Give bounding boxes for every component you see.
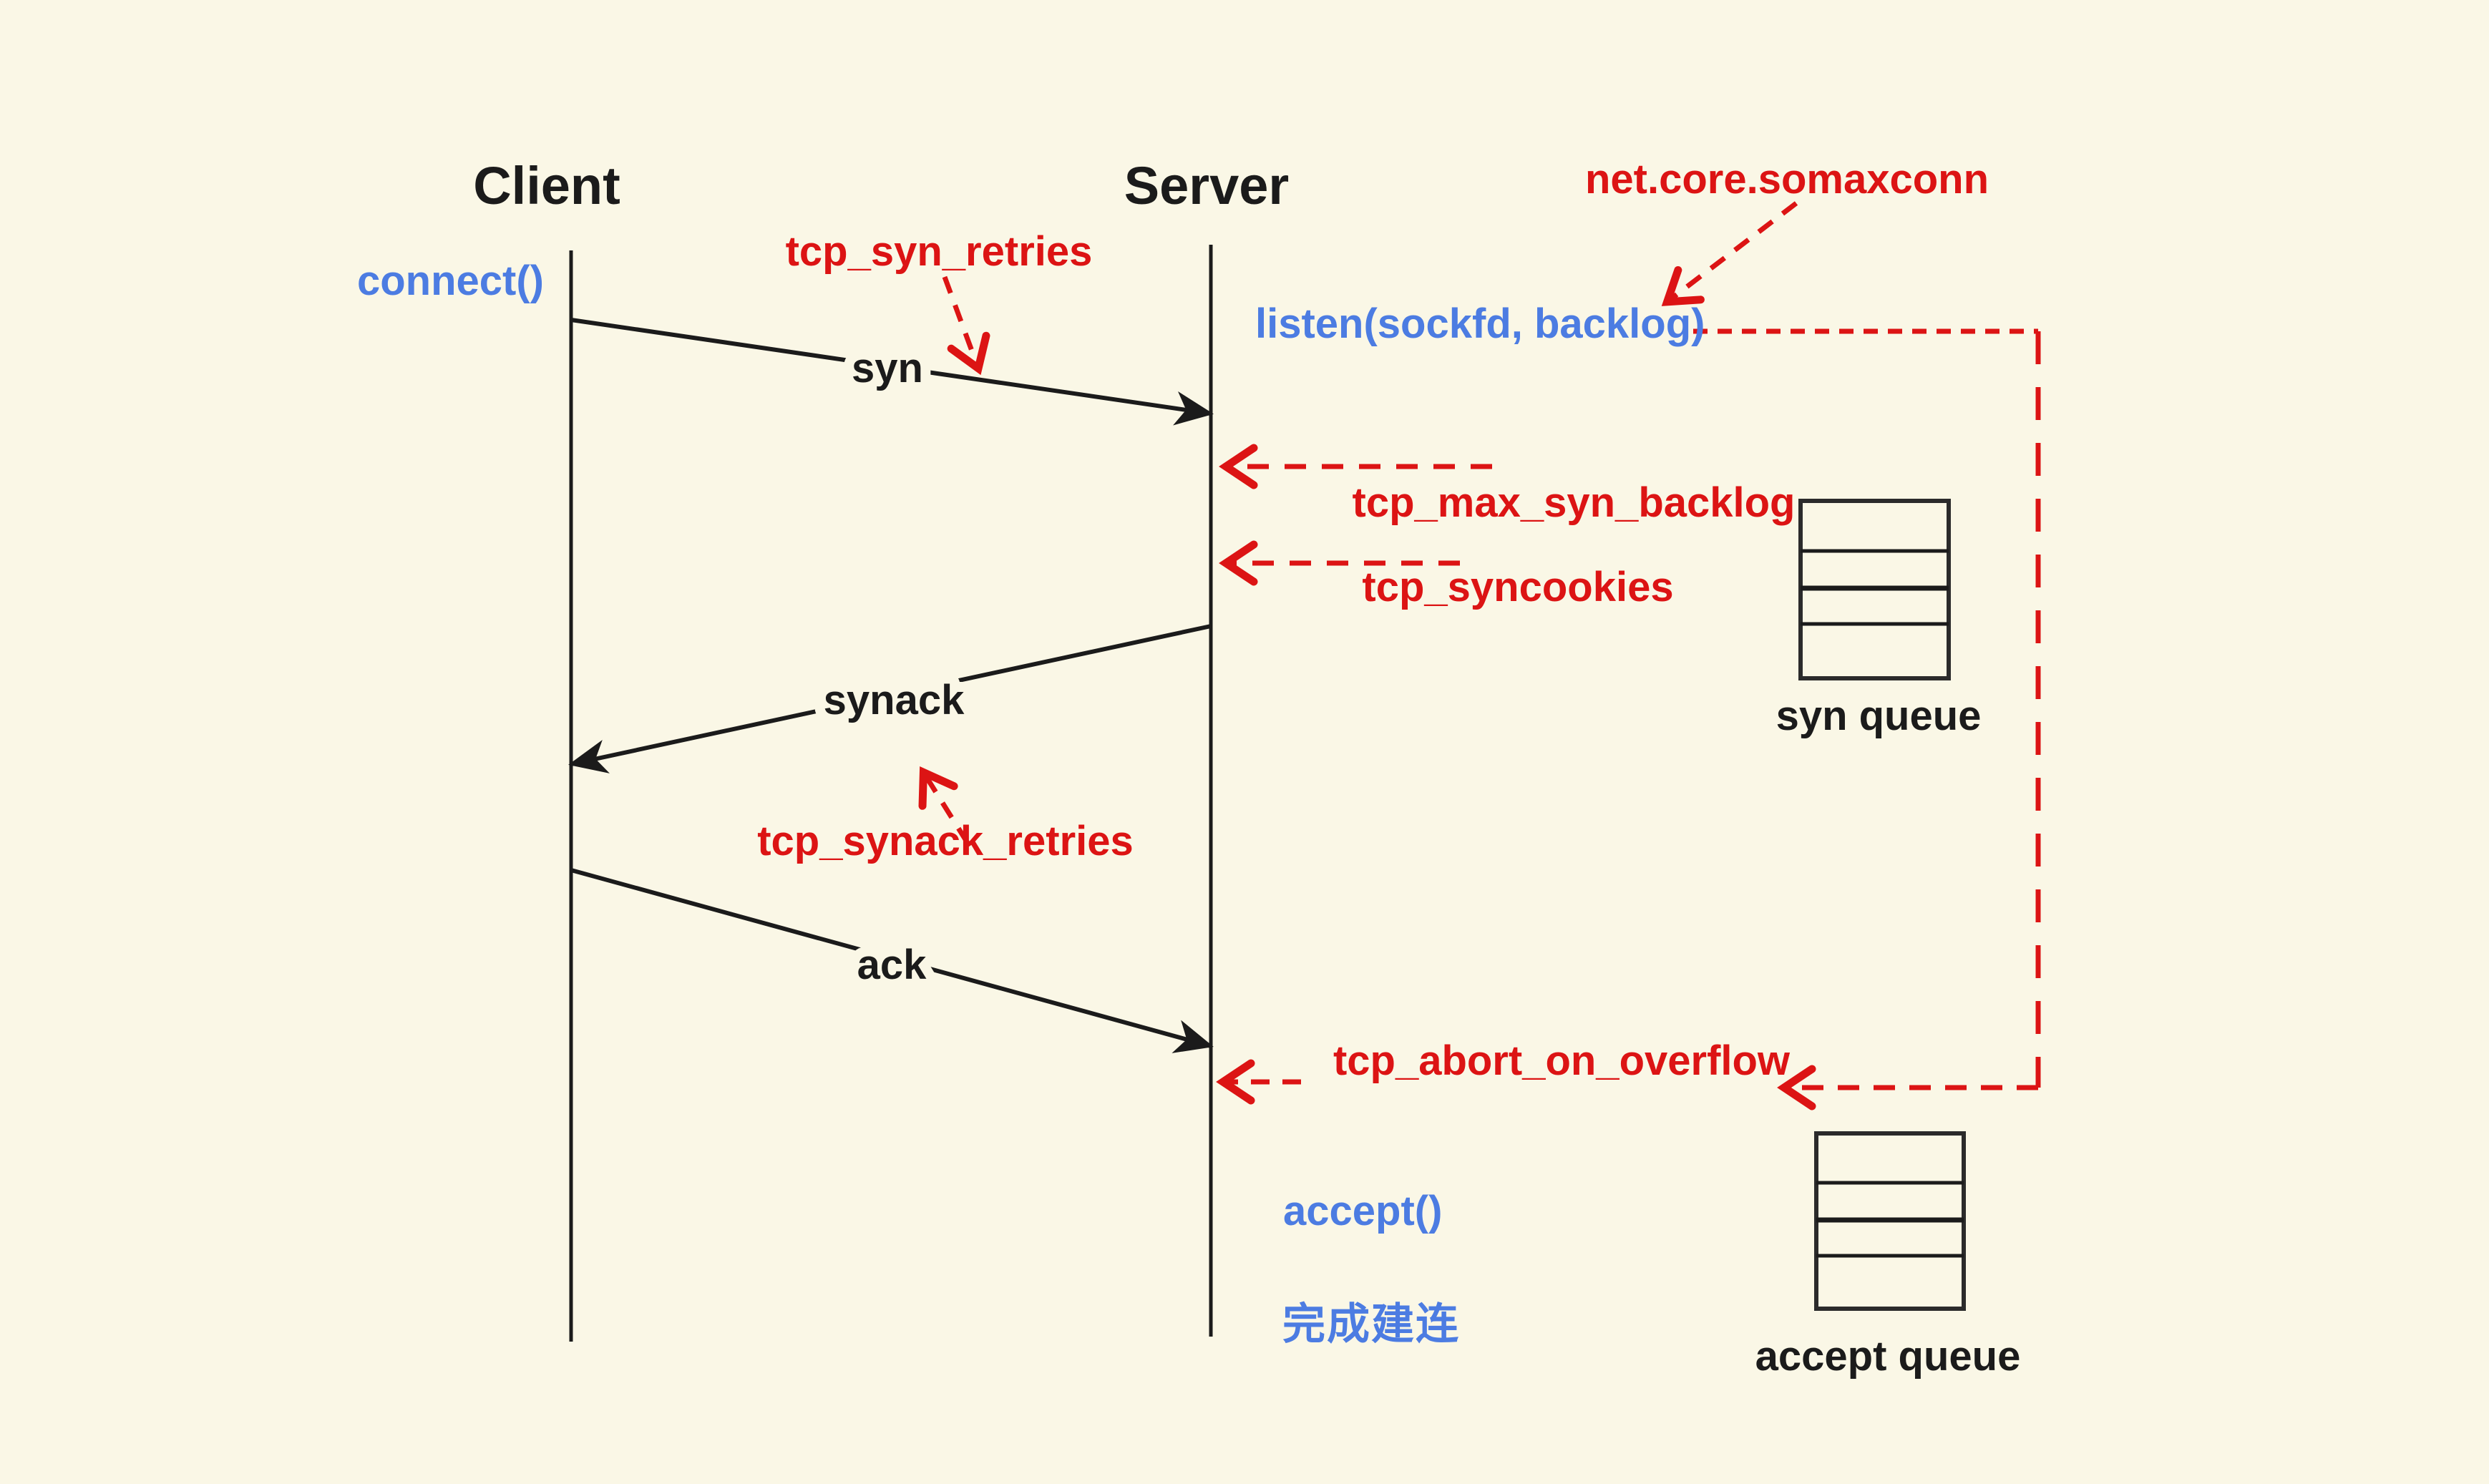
ack-message-label: ack	[857, 942, 927, 988]
kernel-param-labels: tcp_syn_retries net.core.somaxconn tcp_m…	[757, 156, 1989, 1084]
net-core-somaxconn-label: net.core.somaxconn	[1585, 156, 1989, 202]
tcp-synack-retries-label: tcp_synack_retries	[757, 818, 1134, 864]
connect-call-label: connect()	[357, 258, 544, 304]
client-actor-title: Client	[473, 156, 620, 215]
syscall-labels: connect() listen(sockfd, backlog) accept…	[357, 258, 1705, 1348]
listen-call-label: listen(sockfd, backlog)	[1255, 301, 1705, 347]
somaxconn-pointer-arrow	[1661, 201, 1798, 306]
syn-retries-pointer-arrow	[942, 275, 990, 376]
kernel-param-connectors	[918, 201, 2041, 1110]
syn-message-label: syn	[852, 345, 923, 391]
connection-established-label: 完成建连	[1282, 1300, 1460, 1348]
syn-queue-label: syn queue	[1776, 693, 1982, 739]
synack-arrow	[568, 624, 1212, 773]
server-actor-title: Server	[1124, 156, 1289, 215]
tcp-syn-retries-label: tcp_syn_retries	[786, 228, 1093, 275]
ack-arrow	[570, 868, 1214, 1053]
syn-arrow	[570, 318, 1214, 426]
handshake-messages: syn synack ack	[568, 318, 1214, 1053]
synack-message-label: synack	[824, 677, 965, 723]
accept-queue: accept queue	[1755, 1131, 2021, 1380]
accept-call-label: accept()	[1283, 1188, 1442, 1234]
lifelines	[569, 245, 1213, 1342]
tcp-abort-on-overflow-label: tcp_abort_on_overflow	[1333, 1038, 1791, 1084]
tcp-max-syn-backlog-label: tcp_max_syn_backlog	[1353, 479, 1796, 526]
accept-queue-label: accept queue	[1755, 1333, 2021, 1380]
syn-queue: syn queue	[1776, 499, 1982, 739]
synack-retries-pointer-arrow	[918, 766, 970, 844]
tcp-syncookies-label: tcp_syncookies	[1362, 564, 1673, 610]
